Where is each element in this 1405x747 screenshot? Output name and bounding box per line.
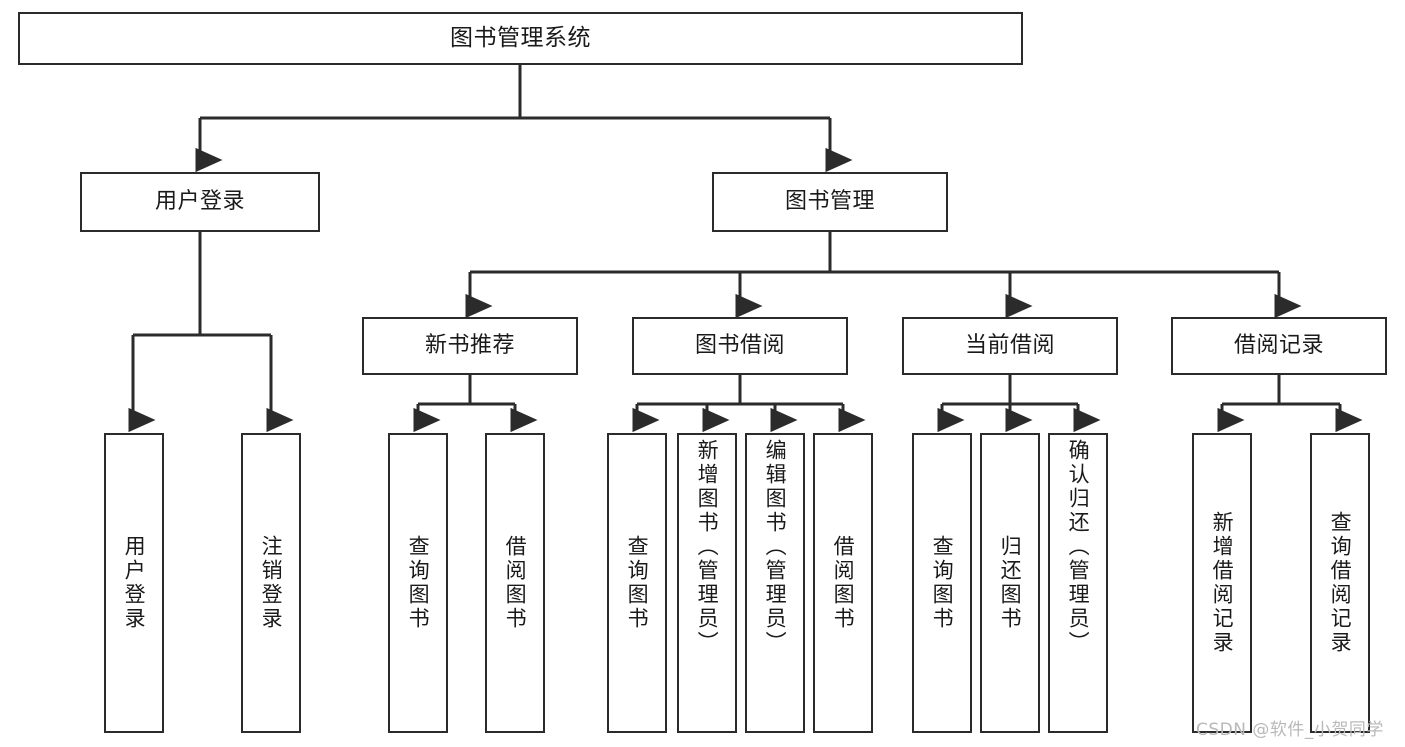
leaf-confirm-return-admin[interactable]: 确认归还（管理员） xyxy=(1048,433,1108,733)
node-label: 确认归还（管理员） xyxy=(1066,439,1091,655)
node-label: 编辑图书（管理员） xyxy=(763,439,788,655)
leaf-add-book-admin[interactable]: 新增图书（管理员） xyxy=(677,433,737,733)
node-label: 查询图书 xyxy=(406,535,431,631)
leaf-edit-book-admin[interactable]: 编辑图书（管理员） xyxy=(745,433,805,733)
node-current-borrowing[interactable]: 当前借阅 xyxy=(902,317,1118,375)
leaf-query-books-borrow[interactable]: 查询图书 xyxy=(607,433,667,733)
node-book-borrowing[interactable]: 图书借阅 xyxy=(632,317,848,375)
leaf-user-login[interactable]: 用户登录 xyxy=(104,433,164,733)
node-label: 新书推荐 xyxy=(424,332,515,358)
node-label: 用户登录 xyxy=(154,188,245,214)
node-borrowing-records[interactable]: 借阅记录 xyxy=(1171,317,1387,375)
node-label: 借阅图书 xyxy=(831,535,856,631)
leaf-query-books-new[interactable]: 查询图书 xyxy=(388,433,448,733)
node-book-management[interactable]: 图书管理 xyxy=(712,172,948,232)
leaf-borrow-books-new[interactable]: 借阅图书 xyxy=(485,433,545,733)
leaf-return-books[interactable]: 归还图书 xyxy=(980,433,1040,733)
watermark: CSDN @软件_小贺同学 xyxy=(1196,720,1384,740)
leaf-borrow-books-borrow[interactable]: 借阅图书 xyxy=(813,433,873,733)
leaf-logout[interactable]: 注销登录 xyxy=(241,433,301,733)
node-label: 图书管理系统 xyxy=(450,24,591,51)
node-label: 查询图书 xyxy=(625,535,650,631)
node-label: 图书管理 xyxy=(784,188,875,214)
node-root-book-management-system[interactable]: 图书管理系统 xyxy=(18,12,1023,65)
leaf-query-borrow-record[interactable]: 查询借阅记录 xyxy=(1310,433,1370,733)
leaf-query-books-current[interactable]: 查询图书 xyxy=(912,433,972,733)
node-label: 新增图书（管理员） xyxy=(695,439,720,655)
node-label: 注销登录 xyxy=(259,535,284,631)
node-label: 借阅图书 xyxy=(503,535,528,631)
node-label: 用户登录 xyxy=(122,535,147,631)
node-new-book-recommendation[interactable]: 新书推荐 xyxy=(362,317,578,375)
node-label: 查询借阅记录 xyxy=(1328,511,1353,655)
node-label: 借阅记录 xyxy=(1233,332,1324,358)
node-user-login[interactable]: 用户登录 xyxy=(80,172,320,232)
node-label: 查询图书 xyxy=(930,535,955,631)
node-label: 归还图书 xyxy=(998,535,1023,631)
leaf-add-borrow-record[interactable]: 新增借阅记录 xyxy=(1192,433,1252,733)
node-label: 图书借阅 xyxy=(694,332,785,358)
node-label: 当前借阅 xyxy=(964,332,1055,358)
node-label: 新增借阅记录 xyxy=(1210,511,1235,655)
